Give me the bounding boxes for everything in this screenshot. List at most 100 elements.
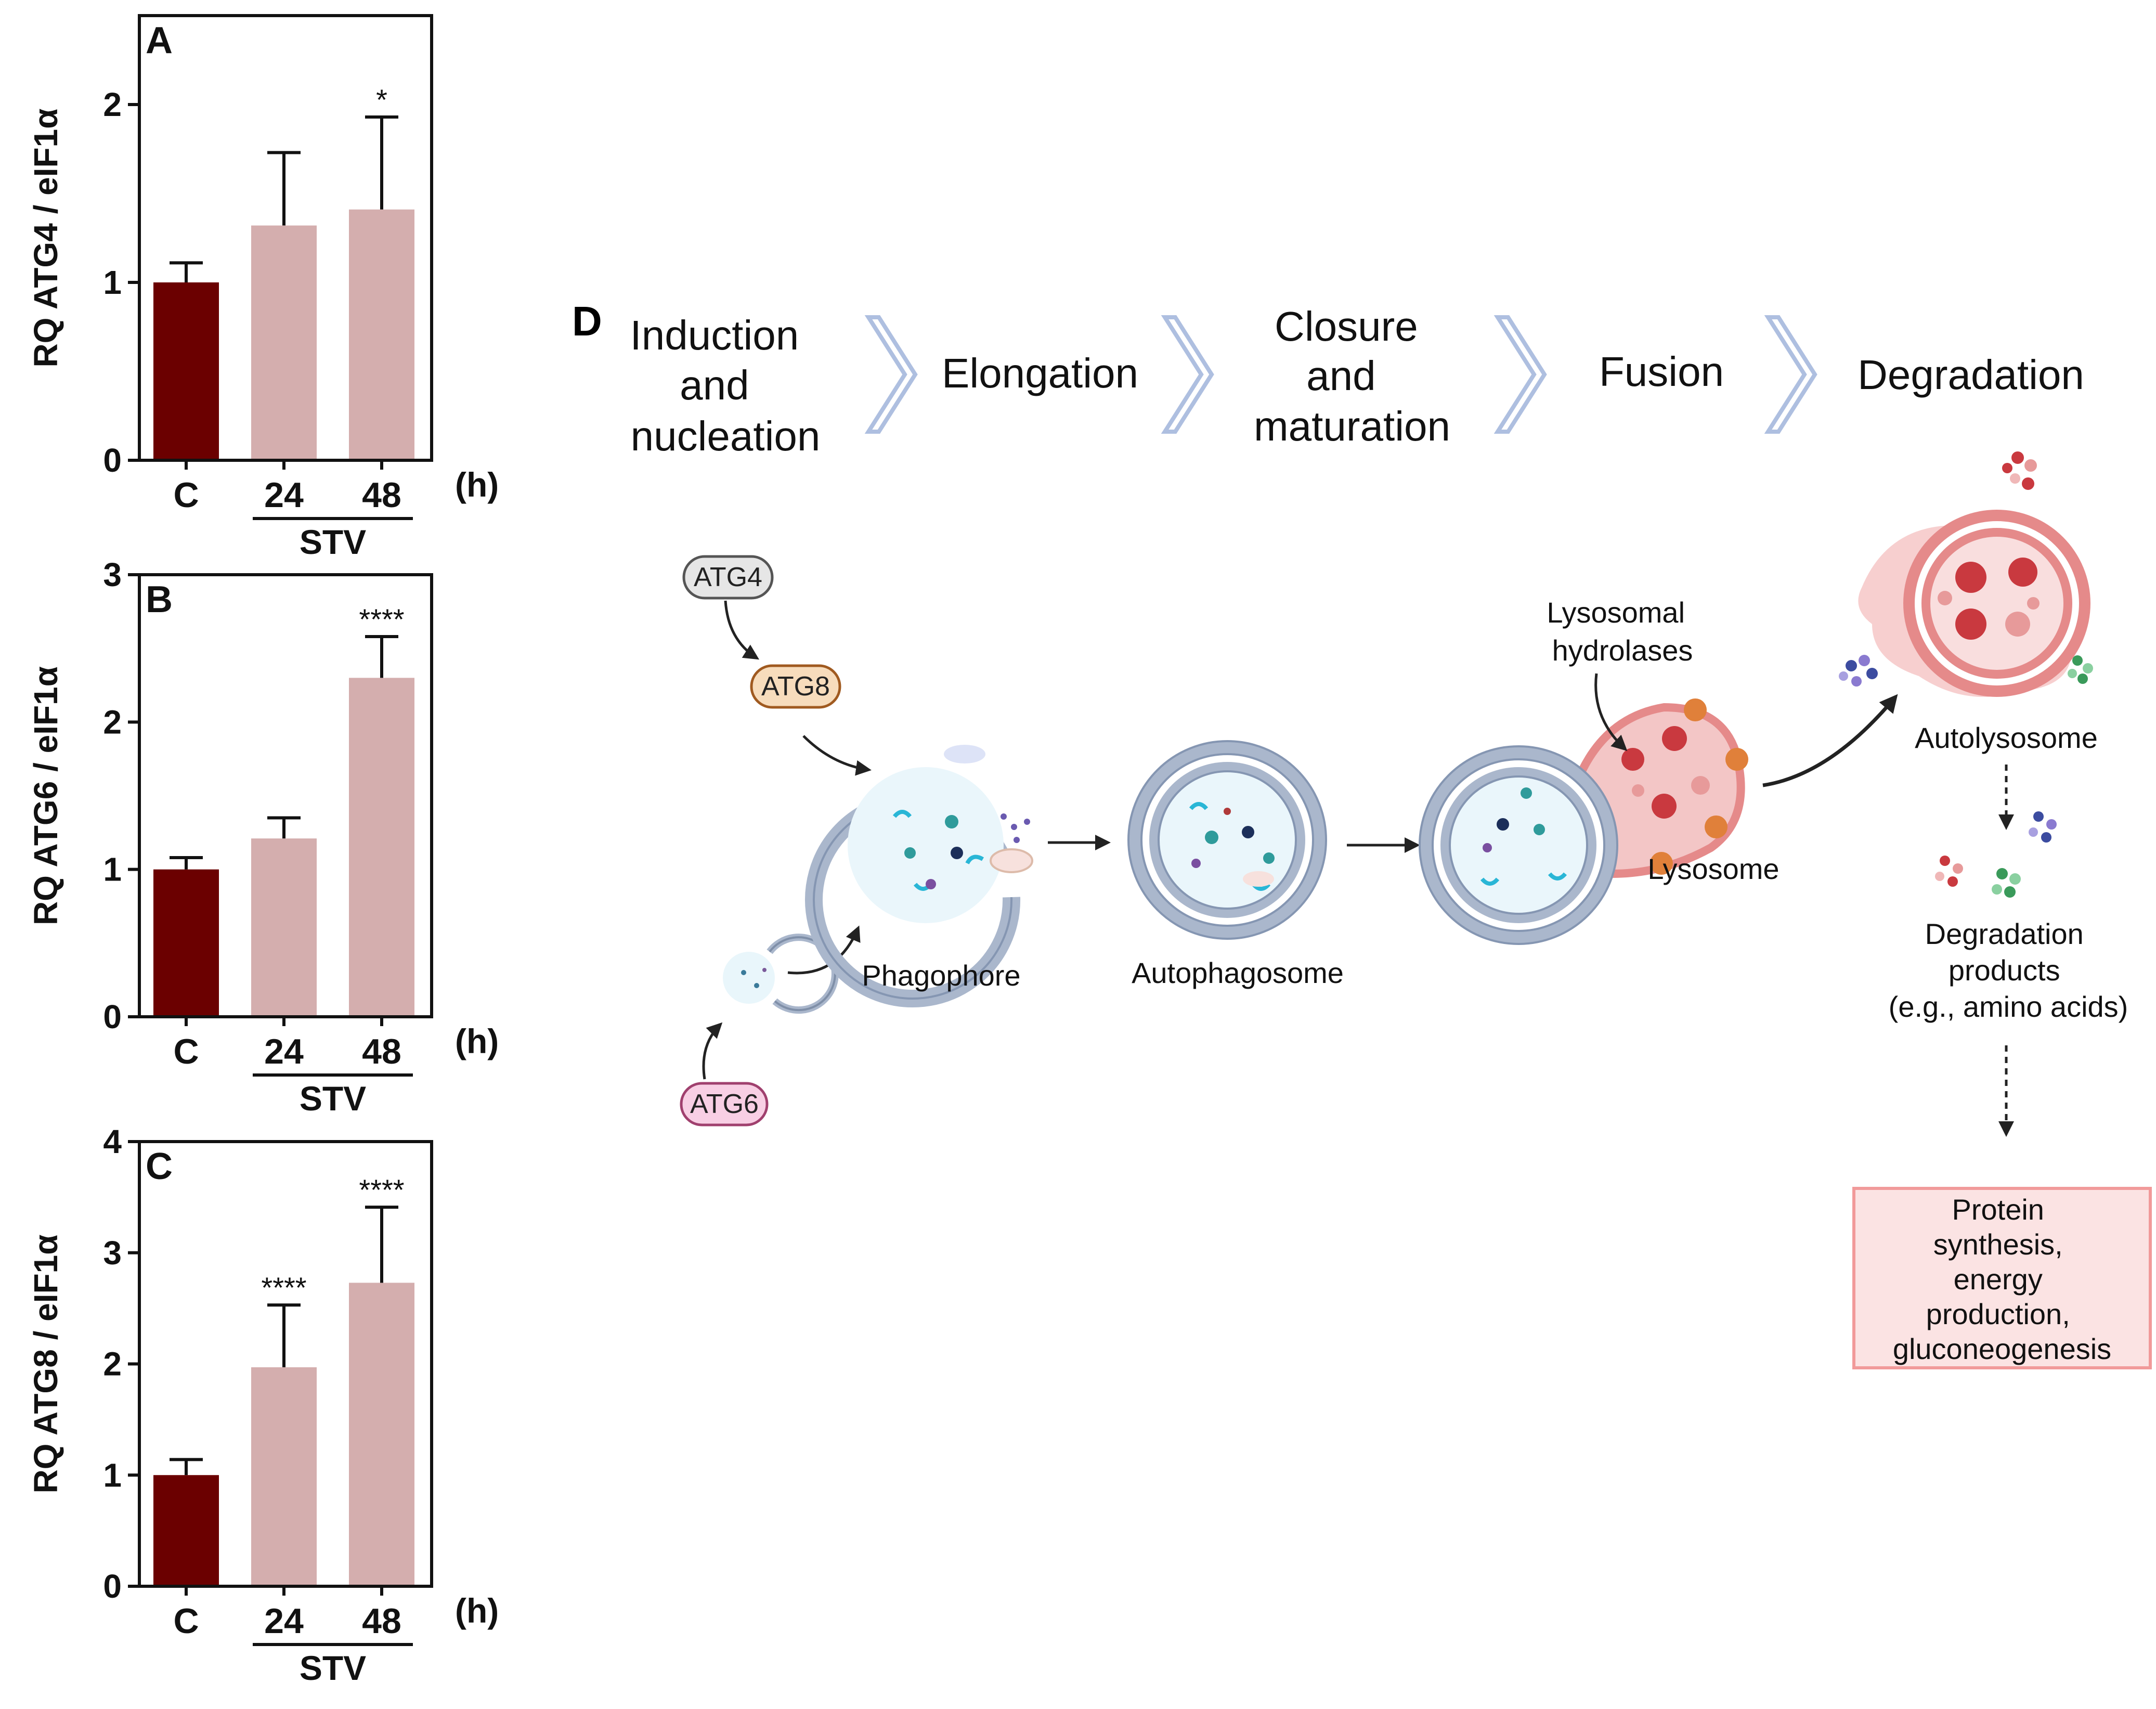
- bar-48: [349, 678, 414, 1017]
- arrow-fusion-to-autolysosome: [1762, 694, 1898, 787]
- stage-degradation: Degradation: [1858, 352, 2084, 398]
- atg8-label: ATG8: [761, 671, 830, 702]
- atg4-label: ATG4: [694, 562, 762, 592]
- amino-cluster-right: [2068, 655, 2093, 684]
- degradation-clusters: [1935, 811, 2057, 898]
- hydrolases-line-2: hydrolases: [1552, 634, 1693, 667]
- atg6-pill: ATG6: [680, 1082, 769, 1127]
- outcome-line-3: energy: [1954, 1263, 2043, 1296]
- y-tick-label: 3: [103, 556, 122, 593]
- y-tick-label: 0: [103, 1568, 122, 1605]
- y-tick-label: 1: [103, 851, 122, 888]
- outcome-box: [1852, 1187, 2152, 1369]
- panel-label: A: [146, 20, 173, 61]
- atg6-label: ATG6: [690, 1089, 759, 1119]
- y-axis-label: RQ ATG8 / eIF1α: [27, 1234, 64, 1493]
- chevron-icon-3: [1493, 315, 1547, 434]
- y-tick-label: 2: [103, 86, 122, 123]
- panel-label: B: [146, 579, 173, 620]
- significance-label: ****: [261, 1271, 306, 1304]
- autolysosome: [1839, 451, 2093, 697]
- group-label: STV: [300, 1079, 366, 1118]
- stage-induction-line-3: nucleation: [631, 413, 821, 459]
- stage-elongation: Elongation: [942, 350, 1138, 396]
- significance-label: ****: [359, 1173, 404, 1206]
- stage-induction-line-2: and: [680, 362, 749, 408]
- phagophore-label: Phagophore: [862, 959, 1020, 992]
- autophagy-diagram: D Induction and nucleation Elongation Cl…: [572, 298, 2152, 1369]
- chevrons: [864, 315, 1817, 434]
- amino-cluster-top: [2002, 451, 2037, 490]
- stage-closure-line-1: Closure: [1275, 303, 1418, 349]
- y-axis-label: RQ ATG4 / eIF1α: [27, 108, 64, 367]
- arrow-atg8-to-phagophore: [802, 735, 872, 776]
- stage-fusion: Fusion: [1599, 348, 1724, 395]
- autolysosome-label: Autolysosome: [1915, 721, 2098, 754]
- group-label: STV: [300, 523, 366, 561]
- x-tick-label: 48: [362, 1032, 401, 1071]
- degradation-products-label: Degradation products (e.g., amino acids): [1889, 917, 2128, 1023]
- x-tick-label: 48: [362, 475, 401, 515]
- amino-cluster-left: [1839, 655, 1878, 687]
- significance-label: ****: [359, 603, 404, 636]
- x-unit-label: (h): [455, 1022, 499, 1060]
- stage-closure-line-3: maturation: [1254, 403, 1450, 449]
- y-tick-label: 2: [103, 1345, 122, 1383]
- products-line-2: products: [1949, 954, 2060, 987]
- x-tick-label: C: [173, 1601, 199, 1641]
- chevron-icon-1: [864, 315, 918, 434]
- panel-label-d: D: [572, 298, 602, 344]
- hydrolases-line-1: Lysosomal: [1547, 596, 1685, 629]
- group-label: STV: [300, 1649, 366, 1687]
- bar-C: [153, 282, 219, 460]
- bar-24: [251, 838, 317, 1017]
- outcome-line-5: gluconeogenesis: [1893, 1332, 2111, 1365]
- autophagosome-label: Autophagosome: [1132, 956, 1344, 989]
- chevron-icon-4: [1764, 315, 1817, 434]
- outcome-text: Protein synthesis, energy production, gl…: [1893, 1193, 2111, 1365]
- x-tick-label: C: [173, 475, 199, 515]
- atg4-pill: ATG4: [682, 555, 774, 600]
- autophagosome: [1127, 740, 1327, 940]
- x-tick-label: C: [173, 1032, 199, 1071]
- arrow-atg4-to-atg8: [724, 600, 760, 660]
- x-tick-label: 48: [362, 1601, 401, 1641]
- panel-label: C: [146, 1146, 173, 1187]
- bar-48: [349, 1283, 414, 1586]
- stage-closure-line-2: and: [1306, 353, 1375, 399]
- products-line-1: Degradation: [1925, 917, 2084, 950]
- significance-label: *: [376, 83, 387, 116]
- bar-48: [349, 209, 414, 460]
- bar-C: [153, 1475, 219, 1586]
- outcome-line-2: synthesis,: [1933, 1228, 2063, 1261]
- y-tick-label: 3: [103, 1234, 122, 1272]
- x-tick-label: 24: [264, 475, 304, 515]
- x-unit-label: (h): [455, 1591, 499, 1630]
- stage-closure: Closure and maturation: [1254, 303, 1450, 449]
- products-line-3: (e.g., amino acids): [1889, 990, 2128, 1023]
- arrow-atg6-to-vesicle: [702, 1022, 723, 1080]
- chevron-icon-2: [1161, 315, 1214, 434]
- x-tick-label: 24: [264, 1032, 304, 1071]
- lysosome-label: Lysosome: [1647, 852, 1779, 885]
- chart-panel-a: * 0 1 2C 24 48 (h) STV A RQ ATG4 / eIF1α: [27, 14, 499, 561]
- outcome-line-1: Protein: [1952, 1193, 2044, 1226]
- y-tick-label: 1: [103, 264, 122, 301]
- atg8-pill: ATG8: [750, 664, 841, 709]
- y-tick-label: 0: [103, 442, 122, 479]
- y-tick-label: 2: [103, 703, 122, 741]
- x-unit-label: (h): [455, 465, 499, 504]
- y-tick-label: 1: [103, 1456, 122, 1494]
- stage-induction: Induction and nucleation: [630, 312, 821, 459]
- outcome-line-4: production,: [1926, 1298, 2070, 1330]
- phagophore: [805, 745, 1033, 1007]
- y-axis-label: RQ ATG6 / eIF1α: [27, 666, 64, 925]
- lysosomal-hydrolases-label: Lysosomal hydrolases: [1547, 596, 1693, 667]
- bar-24: [251, 225, 317, 460]
- fusion-structure: [1419, 698, 1748, 945]
- bar-24: [251, 1367, 317, 1586]
- arrow-hydrolases: [1594, 673, 1628, 752]
